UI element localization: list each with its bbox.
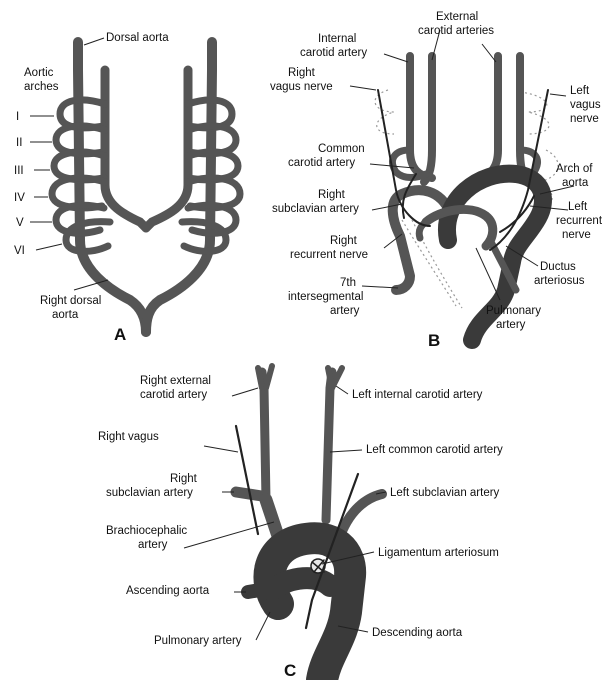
label-right-subclavian-2: subclavian artery xyxy=(272,203,359,215)
panel-a: Dorsal aorta Aortic arches I II III IV V… xyxy=(14,32,240,344)
label-left-vagus-3: nerve xyxy=(570,113,599,125)
label-right-external-carotid-2: carotid artery xyxy=(140,389,207,401)
label-left-internal-carotid: Left internal carotid artery xyxy=(352,389,483,401)
label-external-carotid-1: External xyxy=(436,11,478,23)
label-right-subclavian-c-2: subclavian artery xyxy=(106,487,193,499)
label-right-dorsal-aorta-2: aorta xyxy=(52,309,79,321)
label-descending-aorta: Descending aorta xyxy=(372,627,463,639)
label-right-dorsal-aorta-1: Right dorsal xyxy=(40,295,101,307)
label-pulmonary-2: artery xyxy=(496,319,526,331)
label-right-external-carotid-1: Right external xyxy=(140,375,211,387)
label-aortic-arches-1: Aortic xyxy=(24,67,54,79)
label-common-carotid-2: carotid artery xyxy=(288,157,355,169)
label-arch-iii: III xyxy=(14,165,24,177)
label-right-recurrent-1: Right xyxy=(330,235,358,247)
label-seventh-3: artery xyxy=(330,305,360,317)
label-arch-i: I xyxy=(16,111,19,123)
label-ductus-1: Ductus xyxy=(540,261,576,273)
panel-c: Right external carotid artery Left inter… xyxy=(98,366,503,680)
label-left-vagus-1: Left xyxy=(570,85,590,97)
label-brachiocephalic-2: artery xyxy=(138,539,168,551)
label-left-recurrent-3: nerve xyxy=(562,229,591,241)
label-ascending-aorta: Ascending aorta xyxy=(126,585,210,597)
label-seventh-1: 7th xyxy=(340,277,356,289)
label-left-common-carotid: Left common carotid artery xyxy=(366,444,503,456)
label-arch-vi: VI xyxy=(14,245,25,257)
label-dorsal-aorta: Dorsal aorta xyxy=(106,32,169,44)
label-right-recurrent-2: recurrent nerve xyxy=(290,249,368,261)
label-pulmonary-1: Pulmonary xyxy=(486,305,541,317)
panel-letter-c: C xyxy=(284,661,296,680)
label-right-subclavian-1: Right xyxy=(318,189,346,201)
label-external-carotid-2: carotid arteries xyxy=(418,25,494,37)
label-arch-v: V xyxy=(16,217,24,229)
label-left-recurrent-1: Left xyxy=(568,201,588,213)
label-pulmonary-artery-c: Pulmonary artery xyxy=(154,635,242,647)
label-internal-carotid-2: carotid artery xyxy=(300,47,367,59)
panel-letter-b: B xyxy=(428,331,440,350)
label-arch-ii: II xyxy=(16,137,22,149)
label-arch-of-aorta-2: aorta xyxy=(562,177,589,189)
label-arch-of-aorta-1: Arch of xyxy=(556,163,593,175)
label-right-vagus-1: Right xyxy=(288,67,316,79)
label-left-recurrent-2: recurrent xyxy=(556,215,603,227)
label-internal-carotid-1: Internal xyxy=(318,33,356,45)
label-arch-iv: IV xyxy=(14,192,25,204)
label-ductus-2: arteriosus xyxy=(534,275,585,287)
label-common-carotid-1: Common xyxy=(318,143,365,155)
panel-letter-a: A xyxy=(114,325,126,344)
label-seventh-2: intersegmental xyxy=(288,291,363,303)
label-aortic-arches-2: arches xyxy=(24,81,59,93)
panel-b: Internal carotid artery External carotid… xyxy=(270,11,603,350)
label-left-vagus-2: vagus xyxy=(570,99,601,111)
label-right-vagus: Right vagus xyxy=(98,431,159,443)
label-right-vagus-2: vagus nerve xyxy=(270,81,333,93)
label-ligamentum-arteriosum: Ligamentum arteriosum xyxy=(378,547,499,559)
label-right-subclavian-c-1: Right xyxy=(170,473,198,485)
label-brachiocephalic-1: Brachiocephalic xyxy=(106,525,187,537)
label-left-subclavian: Left subclavian artery xyxy=(390,487,500,499)
